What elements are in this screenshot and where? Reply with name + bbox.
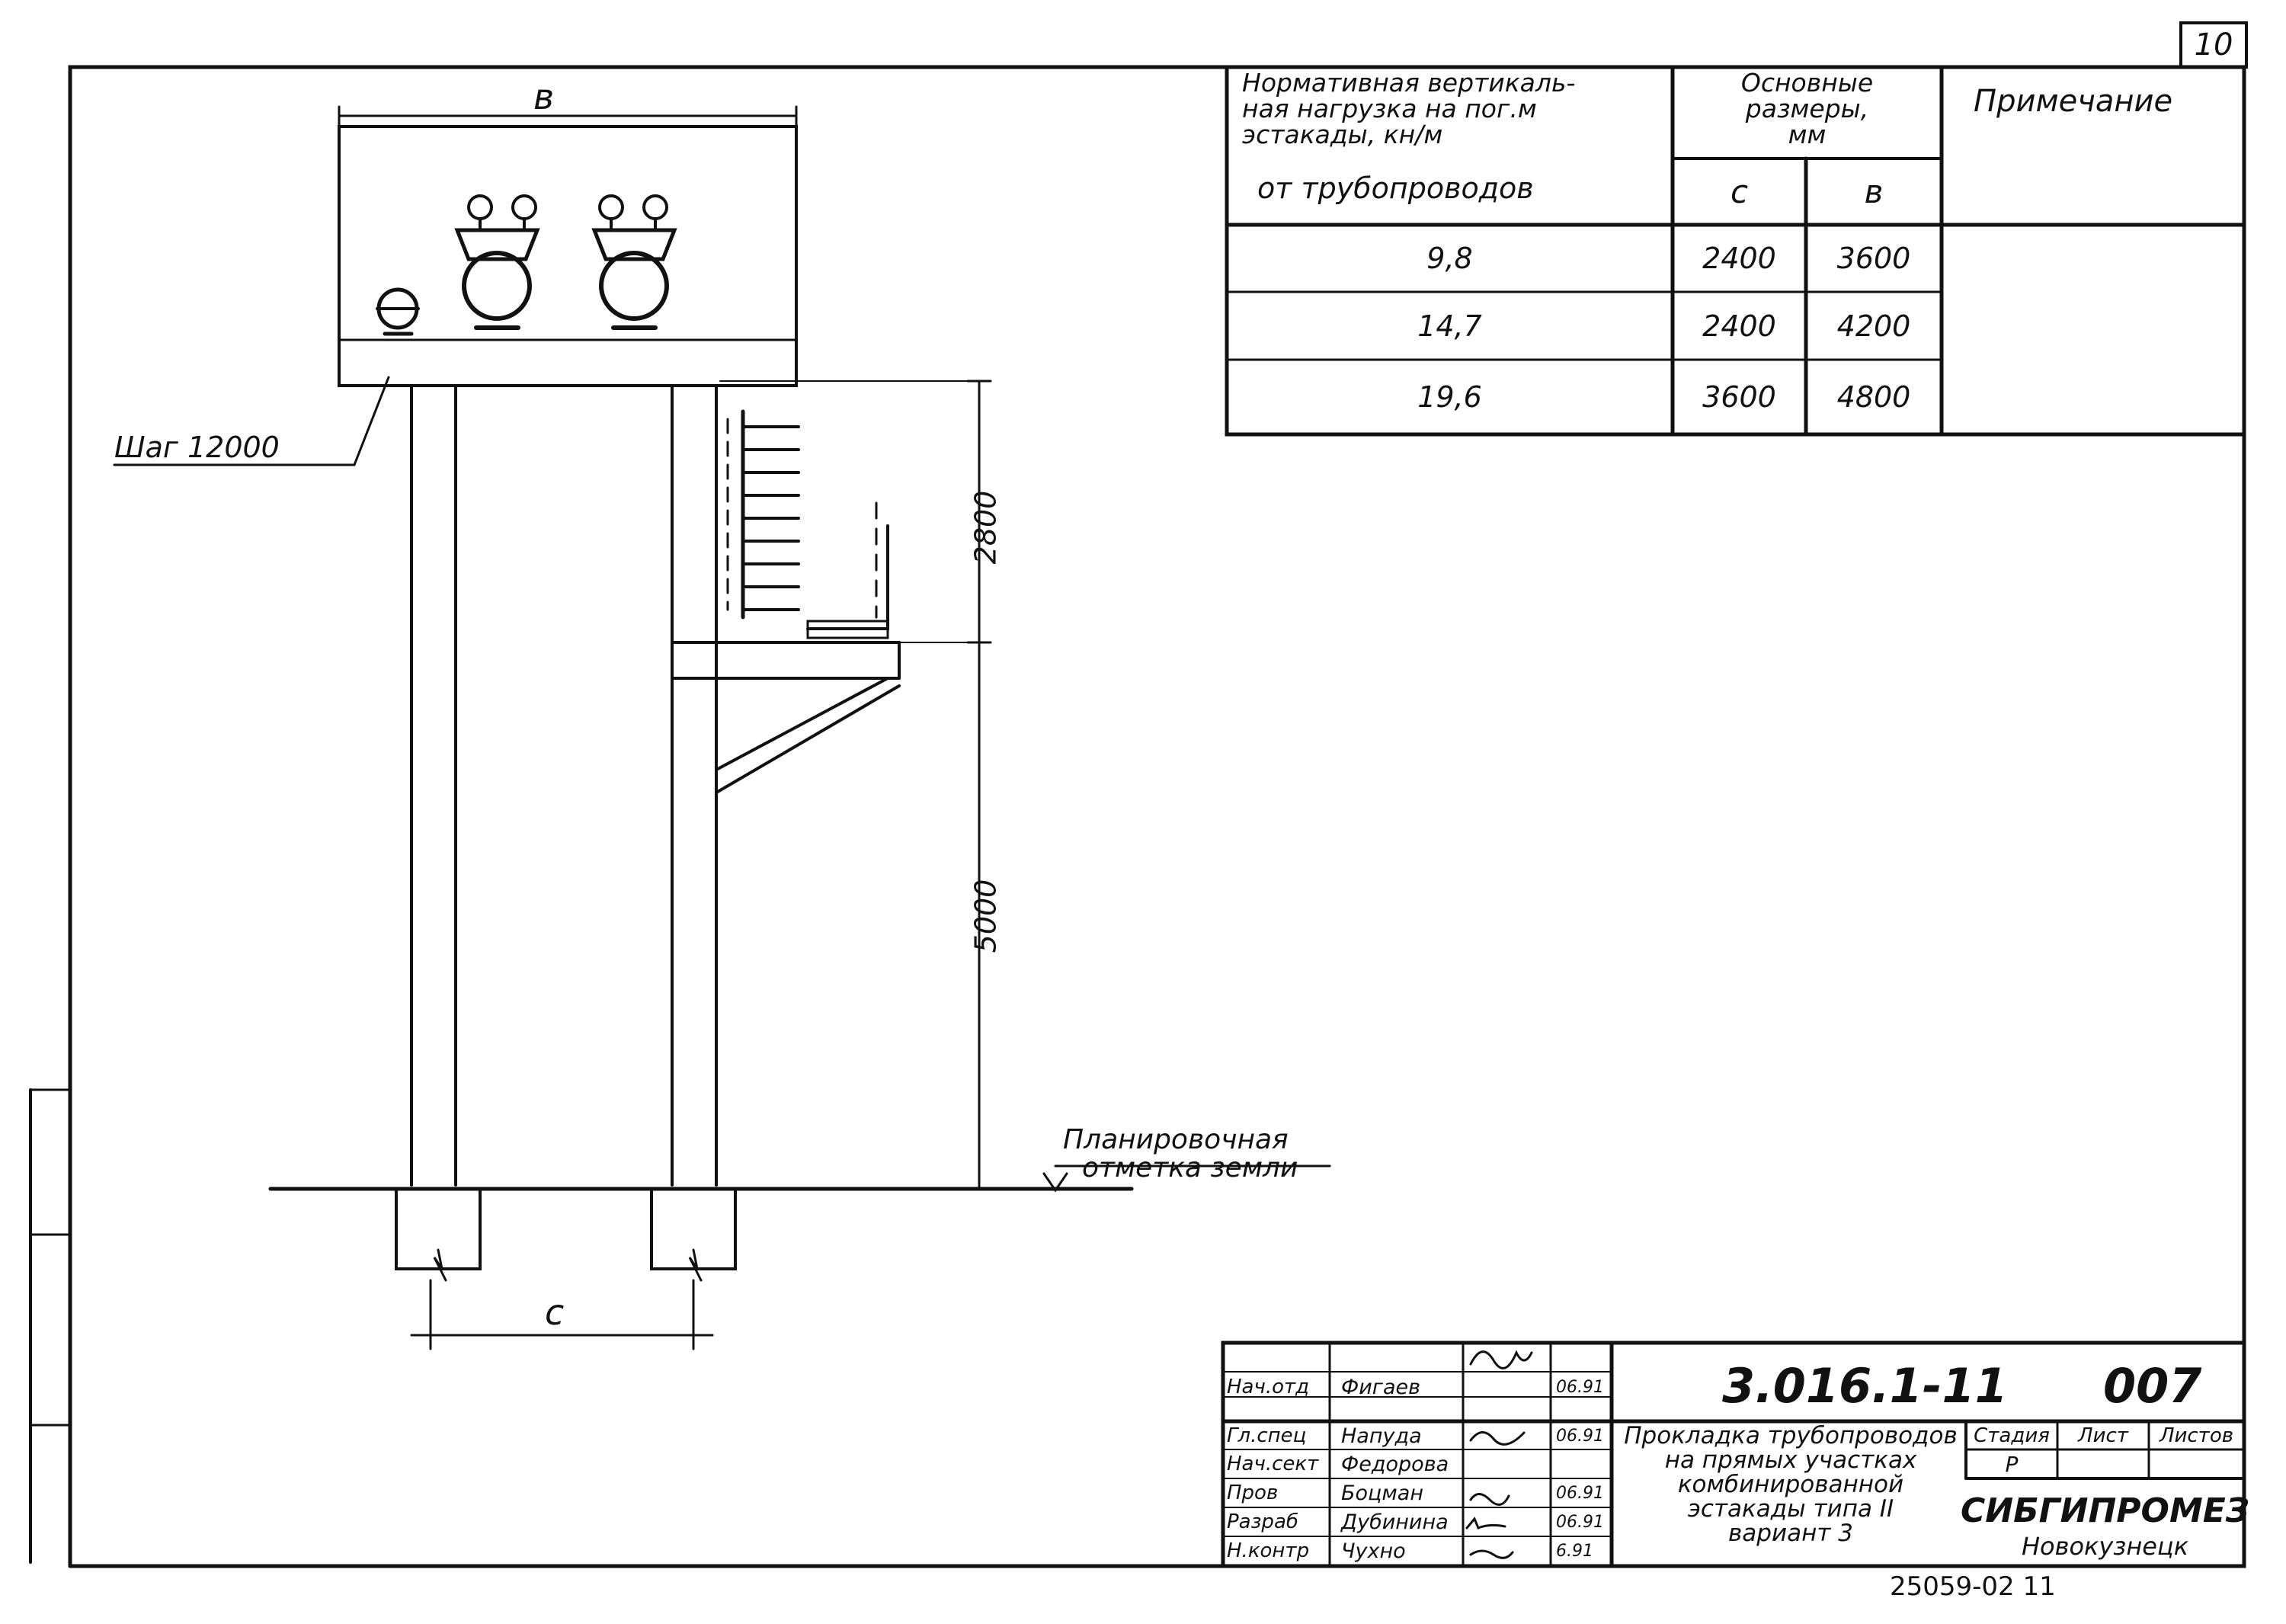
tb-role-6: Н.контр: [1227, 1539, 1310, 1562]
table-row-1-load: 9,8: [1426, 242, 1473, 275]
table-row-1-c: 2400: [1702, 242, 1776, 275]
tb-name-3: Федорова: [1341, 1453, 1449, 1476]
table-row-2-c: 2400: [1702, 309, 1776, 343]
table-subheader-load: от трубопроводов: [1257, 171, 1534, 205]
drawing-title: Прокладка трубопроводов на прямых участк…: [1624, 1422, 1958, 1547]
step-label: Шаг 12000: [114, 431, 280, 464]
dimension-5000-label: 5000: [969, 879, 1003, 953]
archive-number: 25059-02 11: [1890, 1571, 2056, 1602]
tb-name-2: Напуда: [1341, 1424, 1422, 1448]
organization-name: СИБГИПРОМЕЗ: [1960, 1491, 2250, 1530]
table-row-1-b: 3600: [1836, 242, 1911, 275]
document-code: 3.016.1-11: [1722, 1358, 2008, 1414]
table-row-2-b: 4200: [1836, 309, 1911, 343]
tb-role-4: Пров: [1227, 1481, 1279, 1504]
table-row-3-c: 3600: [1702, 380, 1776, 414]
ground-label-line1: Планировочная: [1063, 1124, 1289, 1155]
ground-label-line2: отметка земли: [1082, 1152, 1298, 1184]
tb-name-6: Чухно: [1341, 1539, 1406, 1563]
tb-date-1: 06.91: [1556, 1378, 1604, 1397]
tb-name-5: Дубинина: [1341, 1510, 1449, 1534]
table-row-3-load: 19,6: [1417, 380, 1482, 414]
table-header-sizes: Основные размеры, мм: [1740, 68, 1874, 149]
tb-role-2: Гл.спец: [1227, 1424, 1307, 1447]
dimension-2800-label: 2800: [969, 490, 1003, 565]
tb-role-3: Нач.сект: [1227, 1453, 1319, 1475]
stage-value: Р: [2005, 1451, 2019, 1477]
organization-city: Новокузнецк: [2021, 1532, 2189, 1561]
tb-role-1: Нач.отд: [1227, 1376, 1310, 1398]
table-col-c: с: [1730, 173, 1749, 210]
sheet-label: Лист: [2078, 1424, 2128, 1447]
table-col-b: в: [1864, 173, 1884, 210]
table-header-note: Примечание: [1974, 84, 2173, 119]
tb-date-2: 06.91: [1556, 1427, 1604, 1446]
tb-date-4: 06.91: [1556, 1484, 1604, 1503]
dimension-b-label: в: [533, 76, 555, 117]
dimension-c-label: с: [545, 1292, 565, 1333]
page-number: 10: [2194, 27, 2233, 62]
sheet-code: 007: [2103, 1358, 2202, 1414]
tb-date-5: 06.91: [1556, 1513, 1604, 1532]
tb-name-1: Фигаев: [1341, 1376, 1421, 1399]
table-row-2-load: 14,7: [1417, 309, 1482, 343]
sheets-label: Листов: [2159, 1424, 2234, 1447]
table-row-3-b: 4800: [1836, 380, 1911, 414]
table-header-load: Нормативная вертикаль- ная нагрузка на п…: [1242, 68, 1576, 149]
tb-role-5: Разраб: [1227, 1510, 1298, 1533]
tb-date-6: 6.91: [1556, 1542, 1593, 1561]
stage-label: Стадия: [1974, 1424, 2050, 1447]
tb-name-4: Боцман: [1341, 1481, 1423, 1505]
